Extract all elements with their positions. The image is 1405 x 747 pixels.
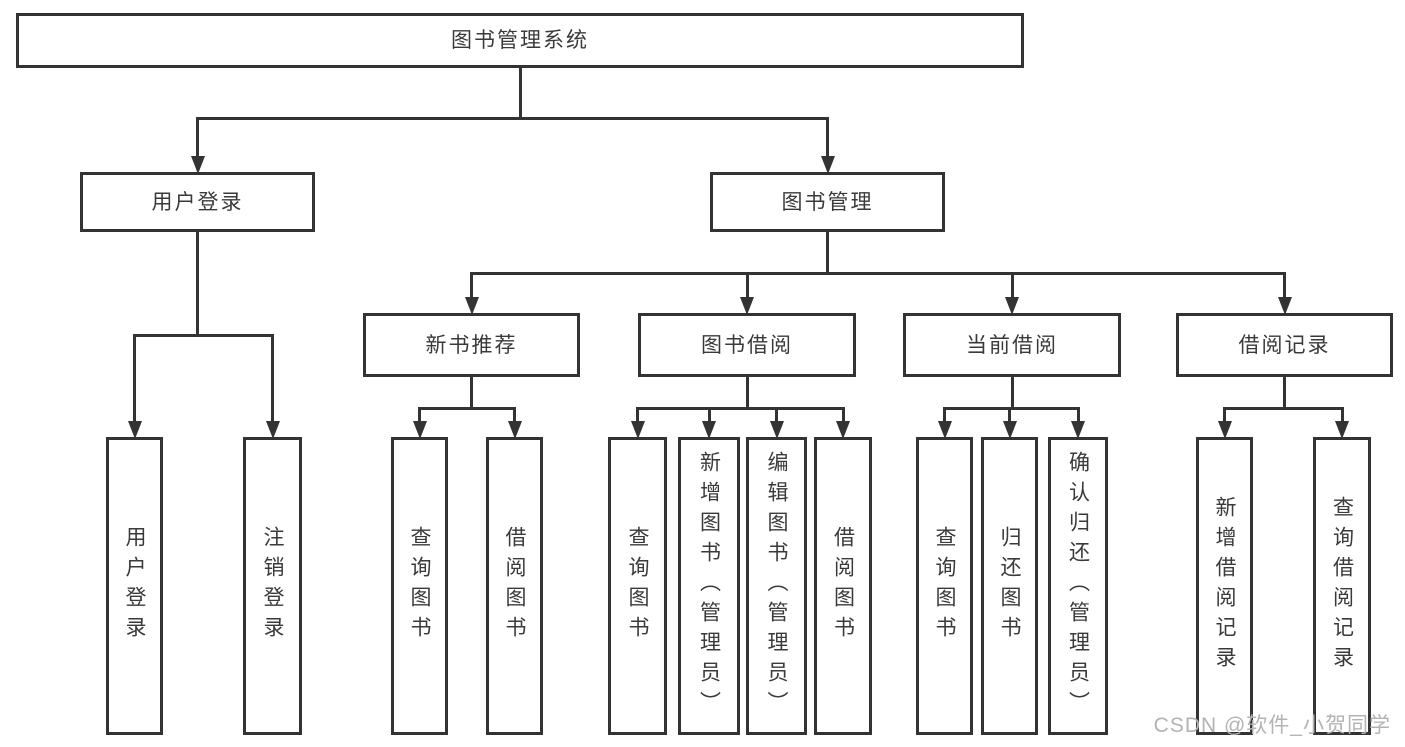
edge-arrow-book-mgmt — [820, 156, 835, 174]
node-book-mgmt: 图书管理 — [710, 172, 945, 232]
node-label-v-add-record: 新增借阅记录 — [1213, 496, 1236, 676]
edge-stub-book-borrow — [745, 376, 749, 410]
edge-stub-book-mgmt — [826, 231, 829, 275]
edge-drop-current-borrow — [1010, 273, 1014, 299]
edge-drop-v-query-book-2 — [636, 408, 639, 423]
edge-drop-v-user-login — [133, 335, 136, 423]
edge-drop-v-query-record — [1340, 408, 1344, 423]
edge-arrow-v-borrow-book-1 — [507, 421, 522, 439]
node-v-confirm-return: 确认归还（管理员） — [1048, 437, 1108, 735]
edge-drop-user-login — [196, 118, 199, 158]
node-v-query-book-2: 查询图书 — [608, 437, 667, 735]
node-label-v-query-book-2: 查询图书 — [626, 526, 649, 646]
node-v-borrow-book-1: 借阅图书 — [486, 437, 543, 735]
edge-bus-book-mgmt — [470, 271, 1286, 275]
edge-drop-borrow-record — [1283, 273, 1286, 299]
edge-drop-book-mgmt — [826, 118, 829, 158]
edge-stub-new-book-rec — [470, 376, 473, 410]
edge-arrow-v-confirm-return — [1071, 421, 1085, 439]
edge-arrow-book-borrow — [740, 297, 754, 315]
node-label-v-edit-book: 编辑图书（管理员） — [765, 451, 788, 721]
node-label-root: 图书管理系统 — [451, 29, 589, 52]
edge-arrow-v-user-login — [127, 421, 142, 439]
edge-bus-book-borrow — [636, 406, 845, 410]
edge-drop-v-add-book — [707, 408, 711, 423]
node-v-query-record: 查询借阅记录 — [1313, 437, 1371, 735]
edge-stub-borrow-record — [1283, 376, 1286, 410]
csdn-watermark: CSDN @软件_小贺同学 — [1153, 714, 1391, 737]
node-label-v-query-book-3: 查询图书 — [933, 526, 956, 646]
node-borrow-record: 借阅记录 — [1176, 313, 1393, 377]
node-label-v-user-login: 用户登录 — [123, 526, 146, 646]
edge-arrow-v-query-book-3 — [937, 421, 952, 439]
edge-arrow-v-query-book-1 — [412, 421, 427, 439]
edge-arrow-borrow-record — [1277, 297, 1292, 315]
edge-drop-book-borrow — [745, 273, 749, 299]
edge-drop-v-borrow-book-2 — [841, 408, 845, 423]
edge-drop-v-return-book — [1008, 408, 1011, 423]
edge-arrow-v-borrow-book-2 — [836, 421, 850, 439]
node-label-v-logout: 注销登录 — [261, 526, 284, 646]
node-v-add-record: 新增借阅记录 — [1196, 437, 1253, 735]
node-v-user-login: 用户登录 — [106, 437, 163, 735]
edge-bus-new-book-rec — [418, 406, 516, 410]
node-label-v-query-record: 查询借阅记录 — [1330, 496, 1354, 676]
node-v-edit-book: 编辑图书（管理员） — [746, 437, 807, 735]
edge-arrow-current-borrow — [1005, 297, 1019, 315]
node-label-v-confirm-return: 确认归还（管理员） — [1066, 451, 1090, 721]
edge-bus-borrow-record — [1223, 406, 1344, 410]
edge-stub-user-login — [196, 231, 199, 337]
node-label-v-borrow-book-2: 借阅图书 — [831, 526, 855, 646]
node-label-v-add-book: 新增图书（管理员） — [697, 451, 721, 721]
edge-drop-v-logout — [271, 335, 274, 423]
node-v-return-book: 归还图书 — [981, 437, 1038, 735]
node-current-borrow: 当前借阅 — [903, 313, 1121, 377]
edge-arrow-v-edit-book — [769, 421, 784, 439]
edge-stub-current-borrow — [1010, 376, 1014, 410]
edge-drop-v-borrow-book-1 — [513, 408, 516, 423]
node-root: 图书管理系统 — [16, 13, 1024, 68]
node-v-logout: 注销登录 — [243, 437, 302, 735]
edge-drop-v-query-book-1 — [418, 408, 421, 423]
edge-arrow-user-login — [190, 156, 205, 174]
edge-arrow-v-add-book — [702, 421, 716, 439]
edge-bus-user-login — [133, 333, 274, 337]
node-label-book-borrow: 图书借阅 — [701, 333, 793, 357]
edge-bus-current-borrow — [943, 406, 1080, 410]
node-label-current-borrow: 当前借阅 — [966, 333, 1058, 357]
edge-drop-v-add-record — [1223, 408, 1226, 423]
edge-drop-v-confirm-return — [1076, 408, 1080, 423]
edge-bus-root — [196, 116, 829, 120]
node-label-v-borrow-book-1: 借阅图书 — [503, 526, 526, 646]
node-user-login: 用户登录 — [80, 172, 315, 232]
node-label-book-mgmt: 图书管理 — [781, 190, 874, 214]
node-label-borrow-record: 借阅记录 — [1238, 333, 1331, 357]
node-book-borrow: 图书借阅 — [638, 313, 856, 377]
edge-arrow-v-query-book-2 — [630, 421, 645, 439]
node-label-user-login: 用户登录 — [151, 190, 244, 214]
edge-stub-root — [518, 67, 522, 120]
node-label-v-return-book: 归还图书 — [998, 526, 1021, 646]
node-label-v-query-book-1: 查询图书 — [408, 526, 431, 646]
edge-arrow-v-return-book — [1002, 421, 1017, 439]
node-label-new-book-rec: 新书推荐 — [425, 333, 518, 357]
edge-arrow-v-query-record — [1335, 421, 1349, 439]
edge-arrow-new-book-rec — [464, 297, 479, 315]
node-v-borrow-book-2: 借阅图书 — [814, 437, 872, 735]
edge-drop-v-edit-book — [775, 408, 778, 423]
node-new-book-rec: 新书推荐 — [363, 313, 580, 377]
edge-arrow-v-add-record — [1217, 421, 1232, 439]
node-v-add-book: 新增图书（管理员） — [678, 437, 740, 735]
edge-drop-v-query-book-3 — [943, 408, 946, 423]
node-v-query-book-3: 查询图书 — [916, 437, 973, 735]
edge-arrow-v-logout — [265, 421, 280, 439]
node-v-query-book-1: 查询图书 — [391, 437, 448, 735]
edge-drop-new-book-rec — [470, 273, 473, 299]
